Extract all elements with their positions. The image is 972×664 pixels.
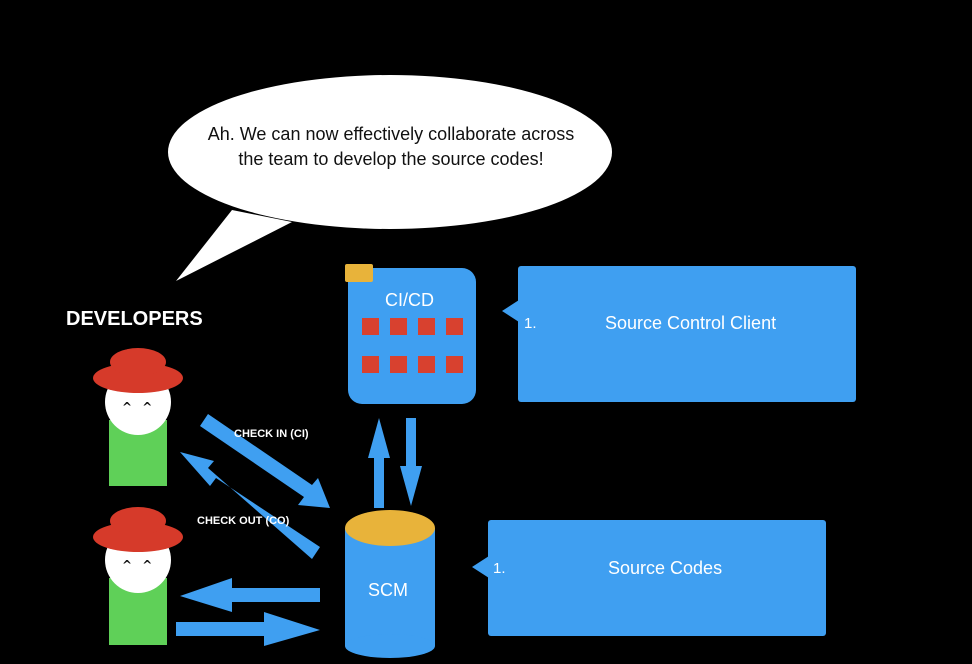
scm-repository	[345, 510, 435, 658]
callout-source-control-client	[502, 266, 856, 402]
callout-top-number: 1.	[524, 315, 537, 332]
cicd-tab	[345, 264, 373, 282]
callout-top-title: Source Control Client	[605, 313, 777, 333]
check-out-label: CHECK OUT (CO)	[197, 515, 290, 527]
developers-label: DEVELOPERS	[66, 308, 203, 330]
speech-bubble-text: Ah. We can now effectively collaborate a…	[207, 124, 575, 169]
cicd-label: CI/CD	[385, 290, 434, 310]
developer-to-scm-arrow	[176, 612, 320, 646]
cicd-red-squares	[362, 318, 463, 373]
cicd-server	[345, 264, 476, 404]
scm-to-developer-arrow	[180, 578, 320, 612]
cicd-to-scm-arrow	[400, 418, 422, 506]
check-in-arrow	[200, 414, 330, 508]
callout-bottom-number: 1.	[493, 560, 506, 577]
scm-to-cicd-arrow	[368, 418, 390, 508]
developer-figure-bottom	[93, 507, 183, 645]
developer-hat-brim	[93, 363, 183, 393]
check-out-arrow	[180, 452, 320, 559]
developer-face-bottom: ^ ^	[122, 558, 156, 572]
developer-face-top: ^ ^	[122, 400, 156, 414]
developer-hat-brim	[93, 522, 183, 552]
developer-hat-crown	[110, 348, 166, 376]
developer-hat-crown	[110, 507, 166, 535]
developer-figure-top	[93, 348, 183, 486]
scm-cylinder-top	[345, 510, 435, 546]
scm-label: SCM	[368, 580, 408, 600]
callout-source-codes	[472, 520, 826, 636]
callout-bottom-title: Source Codes	[608, 558, 723, 578]
speech-bubble	[168, 75, 612, 281]
check-in-label: CHECK IN (CI)	[234, 428, 309, 440]
